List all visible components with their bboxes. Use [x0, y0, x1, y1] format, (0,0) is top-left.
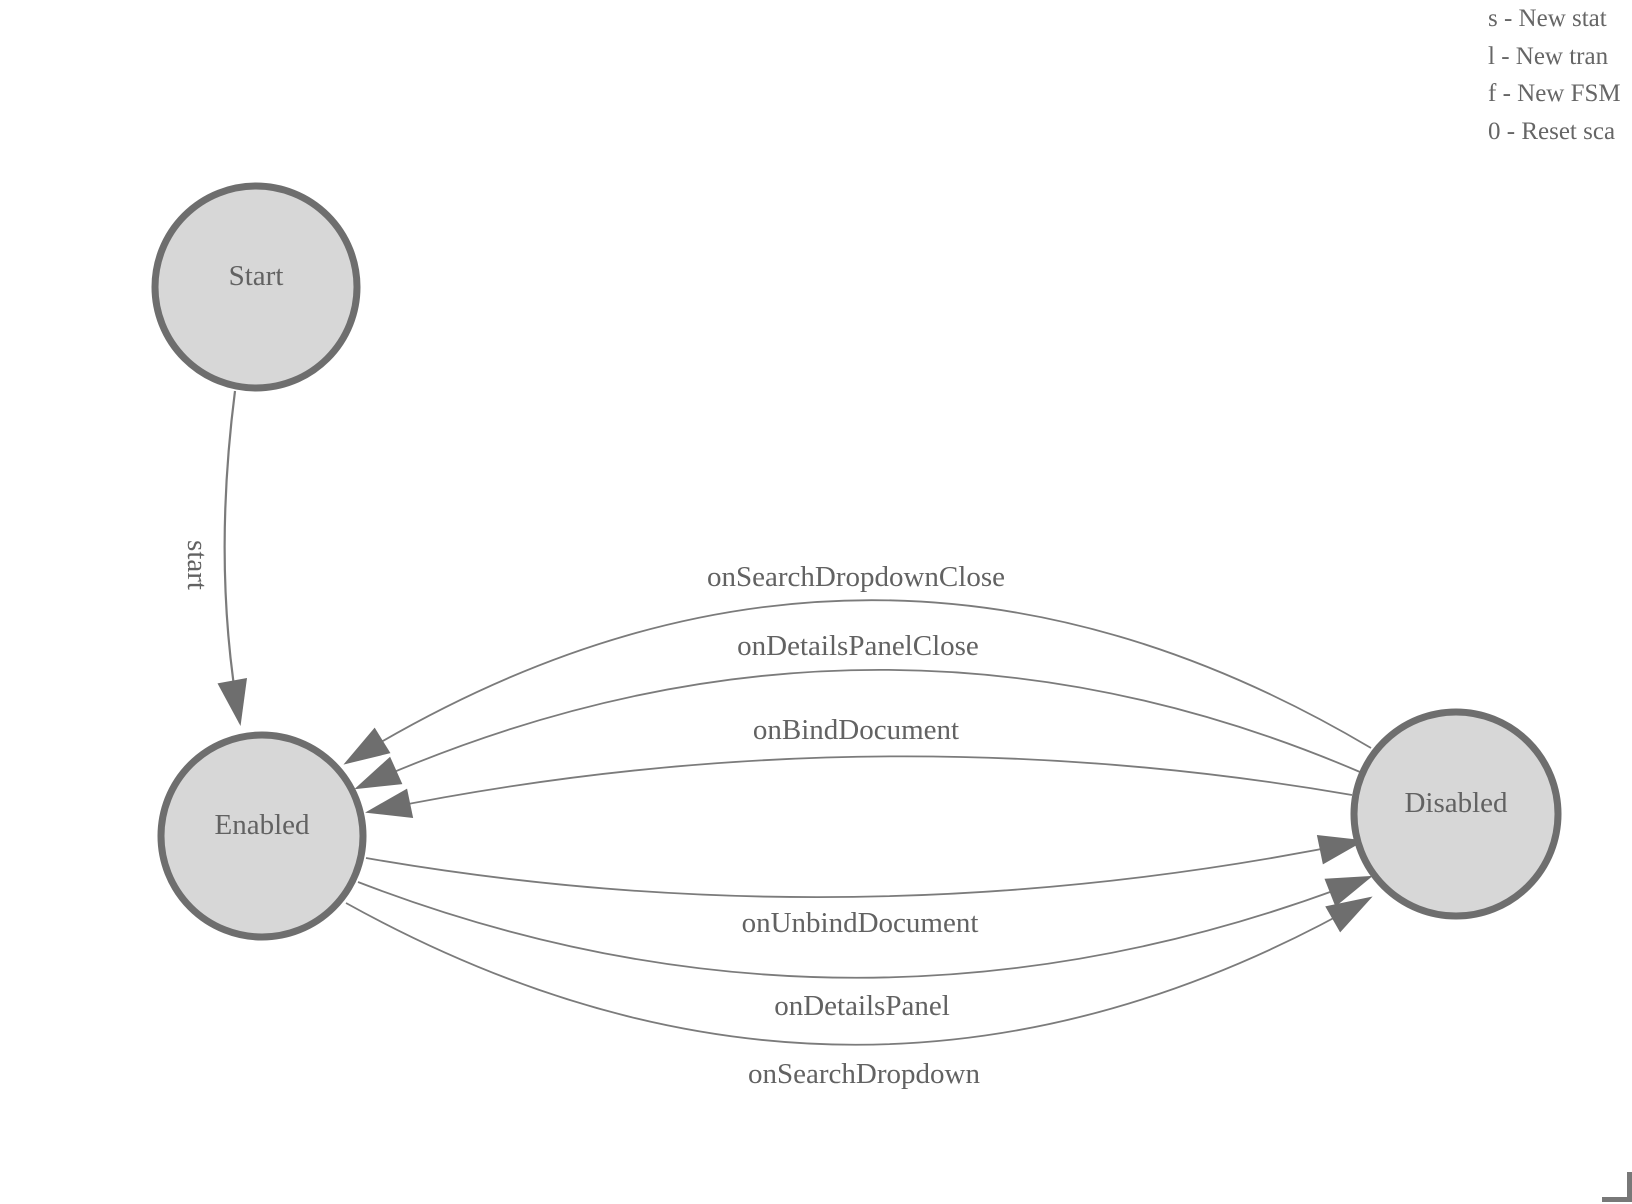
- state-node-disabled[interactable]: Disabled: [1350, 708, 1562, 920]
- transition-onSearchDropdown-path[interactable]: [345, 896, 1373, 1046]
- transition-label-onUnbindDocument[interactable]: onUnbindDocument: [742, 907, 979, 939]
- transition-label-onDetailsPanelClose[interactable]: onDetailsPanelClose: [737, 630, 979, 662]
- state-label-enabled: Enabled: [214, 809, 310, 841]
- shortcut-legend-line-new-transition: l - New tran: [1488, 42, 1609, 70]
- state-label-start: Start: [229, 260, 284, 292]
- transition-onDetailsPanel-path[interactable]: [357, 875, 1373, 979]
- transition-label-onSearchDropdownClose[interactable]: onSearchDropdownClose: [707, 561, 1005, 593]
- state-circle-disabled[interactable]: [1350, 708, 1562, 920]
- transition-start[interactable]: start: [181, 390, 248, 726]
- transition-label-onBindDocument[interactable]: onBindDocument: [753, 714, 959, 746]
- transition-onSearchDropdownClose[interactable]: onSearchDropdownClose: [343, 561, 1372, 765]
- transition-label-onSearchDropdown[interactable]: onSearchDropdown: [748, 1058, 980, 1090]
- transition-onSearchDropdown[interactable]: onSearchDropdown: [345, 896, 1373, 1090]
- state-circle-start[interactable]: [151, 182, 361, 392]
- shortcut-legend-line-reset-scale: 0 - Reset sca: [1488, 117, 1616, 145]
- transition-onSearchDropdownClose-path[interactable]: [343, 599, 1372, 765]
- shortcut-legend-line-new-fsm: f - New FSM: [1488, 80, 1621, 108]
- transition-label-start[interactable]: start: [181, 540, 213, 590]
- transition-onBindDocument[interactable]: onBindDocument: [365, 714, 1353, 818]
- transition-onBindDocument-path[interactable]: [365, 755, 1353, 818]
- transition-label-onDetailsPanel[interactable]: onDetailsPanel: [774, 990, 950, 1022]
- transition-onUnbindDocument-path[interactable]: [365, 834, 1365, 898]
- shortcut-legend-line-new-state: s - New stat: [1488, 5, 1607, 32]
- state-node-enabled[interactable]: Enabled: [157, 731, 367, 941]
- transition-onUnbindDocument[interactable]: onUnbindDocument: [365, 834, 1365, 939]
- state-label-disabled: Disabled: [1404, 787, 1508, 819]
- shortcut-legend: s - New stat l - New tran f - New FSM 0 …: [1488, 0, 1632, 152]
- transition-onDetailsPanelClose-path[interactable]: [354, 668, 1361, 790]
- canvas-resize-corner-handle[interactable]: [1602, 1172, 1632, 1202]
- transition-onDetailsPanel[interactable]: onDetailsPanel: [357, 875, 1373, 1022]
- transition-onDetailsPanelClose[interactable]: onDetailsPanelClose: [354, 630, 1361, 790]
- transition-start-path[interactable]: [217, 390, 248, 726]
- state-node-start[interactable]: Start: [151, 182, 361, 392]
- state-circle-enabled[interactable]: [157, 731, 367, 941]
